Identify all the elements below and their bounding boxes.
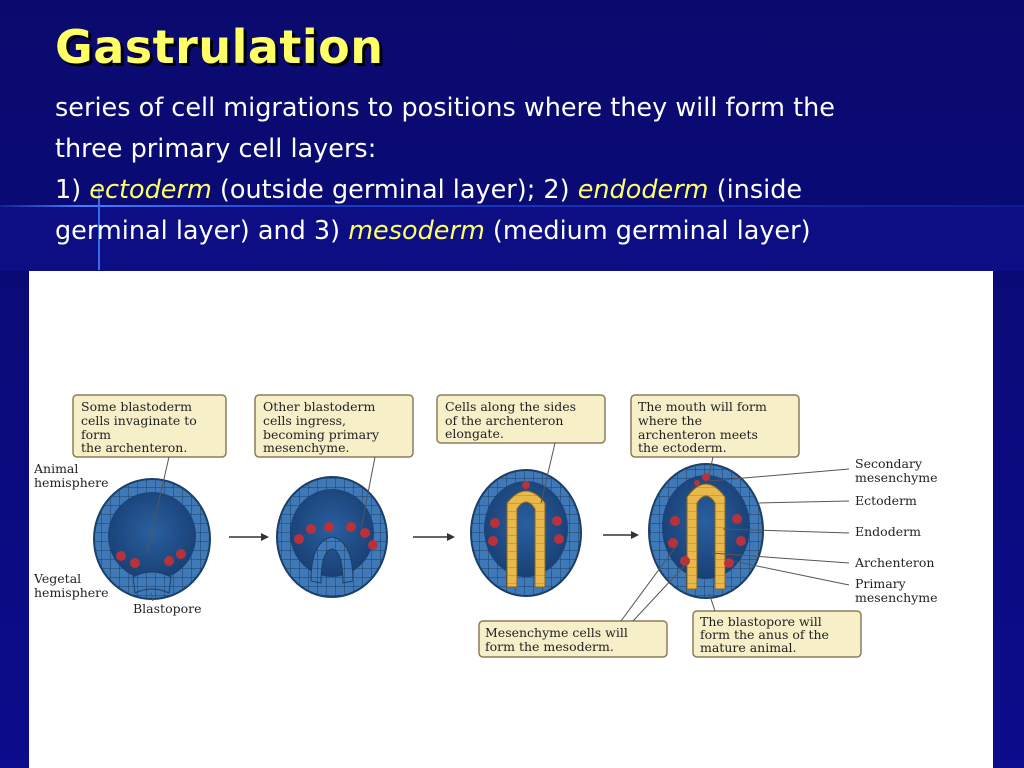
svg-text:Blastopore: Blastopore (133, 601, 202, 616)
callout-1-line-4: the archenteron. (81, 440, 187, 455)
callout-3-line-1: Cells along the sides (445, 399, 576, 414)
callout-1-line-1: Some blastoderm (81, 399, 192, 414)
svg-text:the ectoderm.: the ectoderm. (638, 440, 727, 455)
svg-text:of the archenteron: of the archenteron (445, 413, 563, 428)
svg-text:archenteron meets: archenteron meets (638, 427, 758, 442)
svg-text:form: form (81, 427, 111, 442)
callout-6: The blastopore will form the anus of the… (692, 592, 862, 658)
callout-4-line-1: The mouth will form (638, 399, 767, 414)
callout-3-line-2: of the archenteron (445, 413, 563, 428)
label-blastopore: Blastopore (133, 592, 202, 616)
svg-text:mesenchyme.: mesenchyme. (263, 440, 349, 455)
body-line-3c: (inside (708, 175, 803, 205)
callout-5: Mesenchyme cells will form the mesoderm. (478, 544, 688, 658)
body-line-2: three primary cell layers: (55, 134, 377, 164)
svg-text:Animal: Animal (33, 461, 78, 476)
svg-text:elongate.: elongate. (445, 426, 504, 441)
label-primary-mesenchyme: Primary mesenchyme (732, 560, 937, 605)
svg-text:hemisphere: hemisphere (34, 475, 109, 490)
callout-2: Other blastoderm cells ingress, becoming… (254, 394, 414, 530)
label-vegetal-hemisphere: Vegetal hemisphere (33, 571, 109, 600)
svg-text:the archenteron.: the archenteron. (81, 440, 187, 455)
svg-text:The mouth will form: The mouth will form (638, 399, 767, 414)
callout-5-line-2: form the mesoderm. (485, 639, 614, 654)
svg-text:Archenteron: Archenteron (854, 555, 934, 570)
label-ectoderm: Ectoderm (758, 493, 917, 508)
svg-text:becoming primary: becoming primary (263, 427, 380, 442)
body-line-4a: germinal layer) and 3) (55, 216, 349, 246)
callout-2-line-4: mesenchyme. (263, 440, 349, 455)
svg-text:mature animal.: mature animal. (700, 640, 797, 655)
svg-text:Endoderm: Endoderm (855, 524, 921, 539)
embryo-stage-1 (93, 478, 211, 600)
svg-text:Other blastoderm: Other blastoderm (263, 399, 375, 414)
gastrulation-diagram: Some blastoderm cells invaginate to form… (33, 394, 937, 658)
label-endoderm: Endoderm (722, 524, 921, 539)
term-endoderm: endoderm (577, 175, 709, 205)
callout-4-line-4: the ectoderm. (638, 440, 727, 455)
callout-4-line-2: where the (638, 413, 702, 428)
svg-text:Secondary: Secondary (855, 456, 923, 471)
slide-title: Gastrulation (55, 20, 384, 74)
decor-horizontal-line (0, 205, 1024, 207)
callout-1-line-2: cells invaginate to (81, 413, 197, 428)
svg-text:where the: where the (638, 413, 702, 428)
slide-body: series of cell migrations to positions w… (55, 88, 1005, 252)
decor-band (0, 207, 1024, 271)
svg-text:cells invaginate to: cells invaginate to (81, 413, 197, 428)
svg-text:The blastopore will: The blastopore will (700, 614, 822, 629)
callout-2-line-2: cells ingress, (263, 413, 346, 428)
term-mesoderm: mesoderm (348, 216, 485, 246)
label-animal-hemisphere: Animal hemisphere (33, 461, 109, 490)
svg-text:cells ingress,: cells ingress, (263, 413, 346, 428)
body-line-3b: (outside germinal layer); 2) (211, 175, 578, 205)
svg-text:hemisphere: hemisphere (34, 585, 109, 600)
embryo-stage-2 (276, 476, 388, 598)
callout-4-line-3: archenteron meets (638, 427, 758, 442)
label-secondary-mesenchyme: Secondary mesenchyme (708, 456, 937, 485)
callout-1: Some blastoderm cells invaginate to form… (72, 394, 227, 554)
embryo-stage-3 (470, 469, 582, 597)
callout-4: The mouth will form where the archentero… (630, 394, 800, 476)
callout-3-line-3: elongate. (445, 426, 504, 441)
svg-text:mesenchyme: mesenchyme (855, 590, 937, 605)
label-archenteron: Archenteron (710, 552, 934, 570)
svg-text:Cells along the sides: Cells along the sides (445, 399, 576, 414)
body-line-1: series of cell migrations to positions w… (55, 93, 835, 123)
callout-6-line-3: mature animal. (700, 640, 797, 655)
svg-text:Some blastoderm: Some blastoderm (81, 399, 192, 414)
svg-text:Ectoderm: Ectoderm (855, 493, 917, 508)
callout-2-line-3: becoming primary (263, 427, 380, 442)
callout-6-line-1: The blastopore will (700, 614, 822, 629)
svg-text:Vegetal: Vegetal (33, 571, 81, 586)
callout-5-line-1: Mesenchyme cells will (485, 625, 628, 640)
gastrulation-figure: Some blastoderm cells invaginate to form… (29, 271, 993, 768)
svg-text:form the anus of the: form the anus of the (700, 627, 829, 642)
term-ectoderm: ectoderm (89, 175, 212, 205)
callout-6-line-2: form the anus of the (700, 627, 829, 642)
svg-text:Mesenchyme cells will: Mesenchyme cells will (485, 625, 628, 640)
svg-text:form the mesoderm.: form the mesoderm. (485, 639, 614, 654)
embryo-stage-4 (648, 463, 764, 599)
body-line-3a: 1) (55, 175, 90, 205)
callout-3: Cells along the sides of the archenteron… (436, 394, 606, 504)
callout-2-line-1: Other blastoderm (263, 399, 375, 414)
decor-vertical-line (98, 188, 100, 270)
body-line-4b: (medium germinal layer) (484, 216, 811, 246)
svg-text:mesenchyme: mesenchyme (855, 470, 937, 485)
callout-1-line-3: form (81, 427, 111, 442)
svg-text:Primary: Primary (855, 576, 907, 591)
